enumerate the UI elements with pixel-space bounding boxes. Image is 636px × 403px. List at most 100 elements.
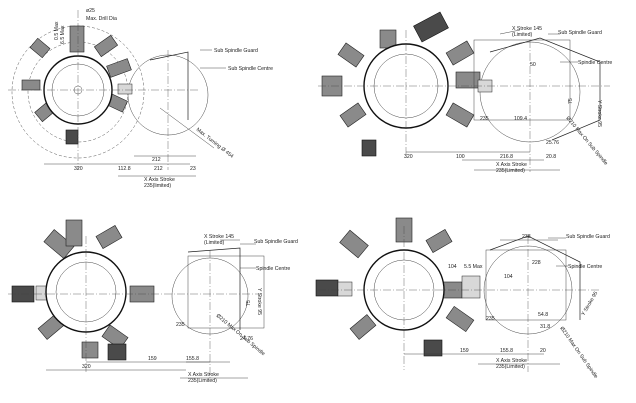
sub-centre-label: Sub Spindle Centre [228,66,273,72]
dim-1558-label: 155.8 [186,356,199,362]
tool-holder [43,229,75,259]
xaxis-sub-label: 235(limited) [144,183,171,189]
xstroke-label: X Stroke 145 [512,26,542,32]
tool-holder [69,25,85,53]
tool-holder-light [117,83,133,95]
dim-104b-label: 104 [504,274,513,280]
dim-55max-label: 5.5 Max [464,264,483,270]
tool-holder [95,225,123,249]
dim-2168-label: 216.8 [500,154,513,160]
view-bottom-left: X Stroke 145 (Limited) Sub Spindle Guard… [8,219,298,384]
xaxis-label: X Axis Stroke [144,177,175,183]
dim-228-label: 228 [532,260,541,266]
dim-238-label: 238 [522,234,531,240]
dim-212b-label: 212 [154,166,163,172]
sub-centre-label: Spindle Centre [256,266,290,272]
tool-holder-dark [65,129,79,145]
xaxis-label: X Axis Stroke [496,358,527,364]
ystroke-label: Y Stroke 95 [596,100,602,127]
tool-holder [349,314,377,340]
sub-guard-label: Sub Spindle Guard [558,30,602,36]
xaxis-sub-label: 235(Limited) [188,378,217,384]
dim-75-label: 75 [568,98,574,104]
tool-holder [93,34,119,58]
tool-holder [65,219,83,247]
tool-holder-dark [107,343,127,361]
view-bottom-right: 238 Sub Spindle Guard Spindle Centre 104… [315,217,610,380]
dim-320-label: 320 [74,166,83,172]
dim-104-label: 104 [448,264,457,270]
xaxis-label: X Axis Stroke [188,372,219,378]
sub-spindle-guard-outline [149,51,189,120]
dim-208-label: 20.8 [546,154,556,160]
tool-holder-dark [423,339,443,357]
max-turning-label: Max. Turning Ø 454 [195,127,235,160]
view-top-right: X Stroke 145 (Limited) Sub Spindle Guard… [318,11,612,174]
tool-holder [339,102,367,128]
sub-guard-label: Sub Spindle Guard [566,234,610,240]
dia25-label: ø25 [86,8,95,14]
tool-holder [21,79,41,91]
dim-2476-label: 24.76 [240,336,253,342]
ystroke-label: Y Stroke 95 [256,288,262,315]
dim-318-label: 31.8 [540,324,550,330]
dim-50-label: 50 [530,62,536,68]
tool-holder [29,37,51,59]
sub-spindle-guard-outline [489,37,601,141]
tool-holder [445,305,475,333]
tool-holder [339,229,369,259]
sub-spindle-guard-outline [187,247,241,330]
dim-235-label: 235 [486,316,495,322]
tool-holder-light [461,275,481,299]
limited-label: (Limited) [512,32,532,38]
xstroke-leader [499,29,521,35]
xaxis-sub-label: 235(Limited) [496,168,525,174]
tool-holder [445,40,475,66]
tool-holder [445,102,475,128]
dim-75-label: 75 [246,300,252,306]
sub-centre-label: Spindle Centre [568,264,602,270]
tool-holder-dark [315,279,339,297]
dim-1094-label: 109.4 [514,116,527,122]
x-stroke-box [473,39,571,121]
tool-holder [455,71,481,89]
tool-holder [81,341,99,359]
tool-holder-light [337,281,353,297]
dim-20-label: 20 [540,348,546,354]
x-stroke-box [187,255,265,329]
dim-100-label: 100 [456,154,465,160]
x-stroke-box [485,249,567,321]
ystroke-label: Y Stroke 95 [581,291,600,317]
dim-159-label: 159 [148,356,157,362]
dim-235-label: 235 [176,322,185,328]
tool-holder-dark [361,139,377,157]
sub-guard-label: Sub Spindle Guard [214,48,258,54]
dim-548-label: 54.8 [538,312,548,318]
v2-label: 0.5 Max [54,21,60,40]
limited-label: (Limited) [204,240,224,246]
xaxis-sub-label: 235(Limited) [496,364,525,370]
max-drill-label: Max. Drill Dia [86,16,117,22]
dim-159-label: 159 [460,348,469,354]
sub-centre-label: Spindle Centre [578,60,612,66]
tool-holders [321,11,493,157]
dim-23-label: 23 [190,166,196,172]
turning-leader [159,107,215,149]
tool-holder [425,229,453,253]
view-top-left: ø25 Max. Drill Dia Sub Spindle Guard Sub… [8,8,273,189]
v1-label: 6.5 Max [60,25,66,44]
sub-guard-label: Sub Spindle Guard [254,239,298,245]
dim-2576-label: 25.76 [546,140,559,146]
xstroke-label: X Stroke 145 [204,234,234,240]
dim-235-label: 235 [480,116,489,122]
xaxis-label: X Axis Stroke [496,162,527,168]
sub-spindle-guard-outline [489,235,581,320]
spindle-label: Ø210 Max On Sub Spindle [558,326,598,380]
dim-1128-label: 112.8 [118,166,131,172]
dim-320-label: 320 [82,364,91,370]
tool-holder [101,324,129,350]
tool-holder [337,42,365,68]
dim-320-label: 320 [404,154,413,160]
dim-212-label: 212 [152,157,161,163]
